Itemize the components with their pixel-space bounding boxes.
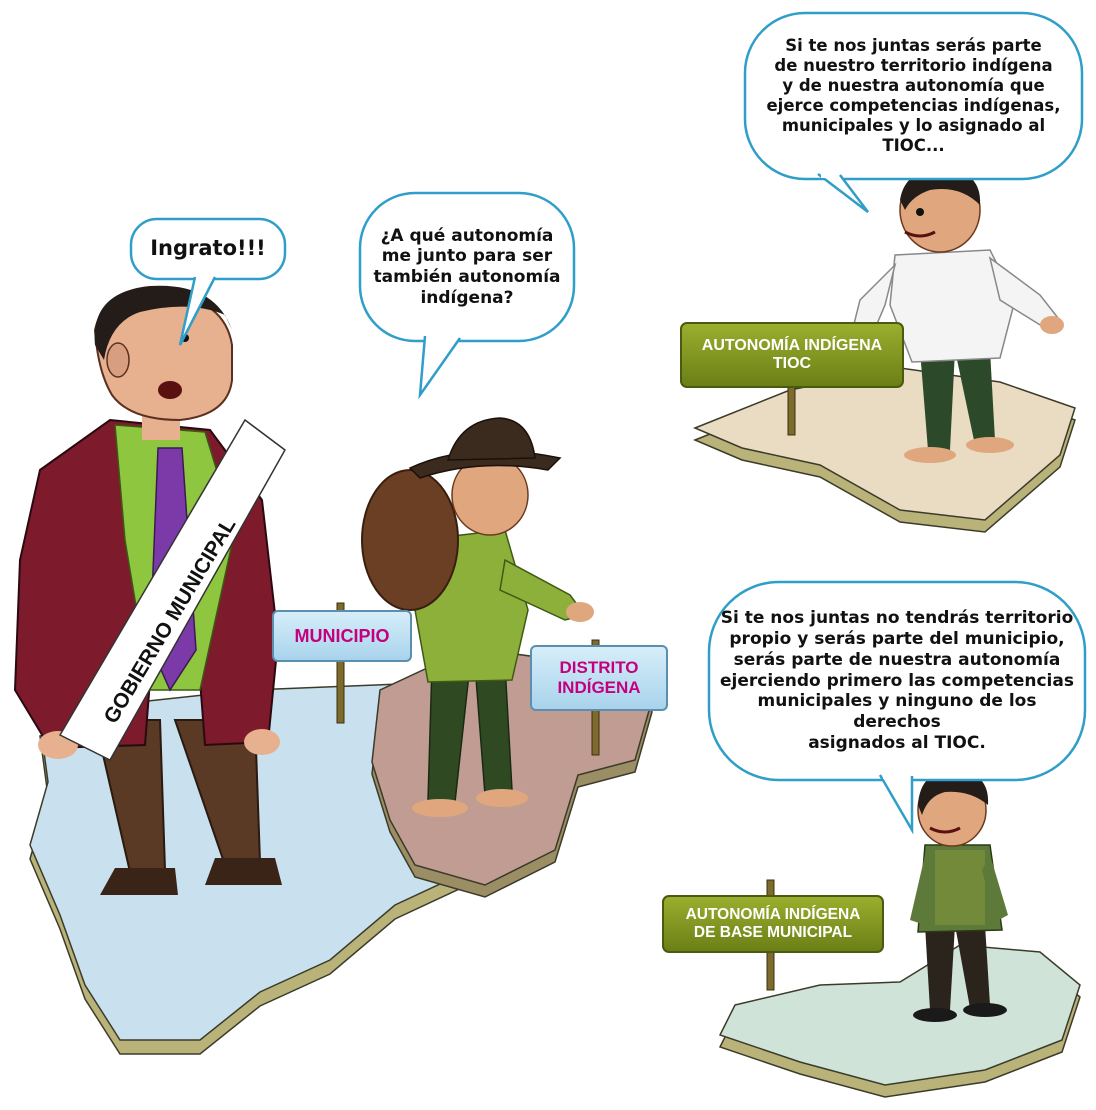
bubble-question: ¿A qué autonomía me junto para ser tambi… [373,225,561,308]
tioc-leader-figure-icon [846,167,1064,463]
base-municipal-map [718,944,1081,1098]
tioc-map [693,367,1076,533]
farmer-figure-icon [361,417,594,817]
mayor-figure-icon: GOBIERNO MUNICIPAL [13,285,286,895]
sign-distrito-indigena: DISTRITO INDÍGENA [530,645,668,711]
sign-autonomia-base-municipal: AUTONOMÍA INDÍGENA DE BASE MUNICIPAL [662,895,884,953]
sign-autonomia-tioc: AUTONOMÍA INDÍGENA TIOC [680,322,904,388]
bubble-ingrato: Ingrato!!! [150,236,266,261]
bubble-municipal-offer: Si te nos juntas no tendrás territorio p… [720,608,1074,753]
sign-municipio: MUNICIPIO [272,610,412,662]
bubble-shapes [129,11,1087,835]
bubble-tioc-offer: Si te nos juntas serás parte de nuestro … [766,35,1061,156]
